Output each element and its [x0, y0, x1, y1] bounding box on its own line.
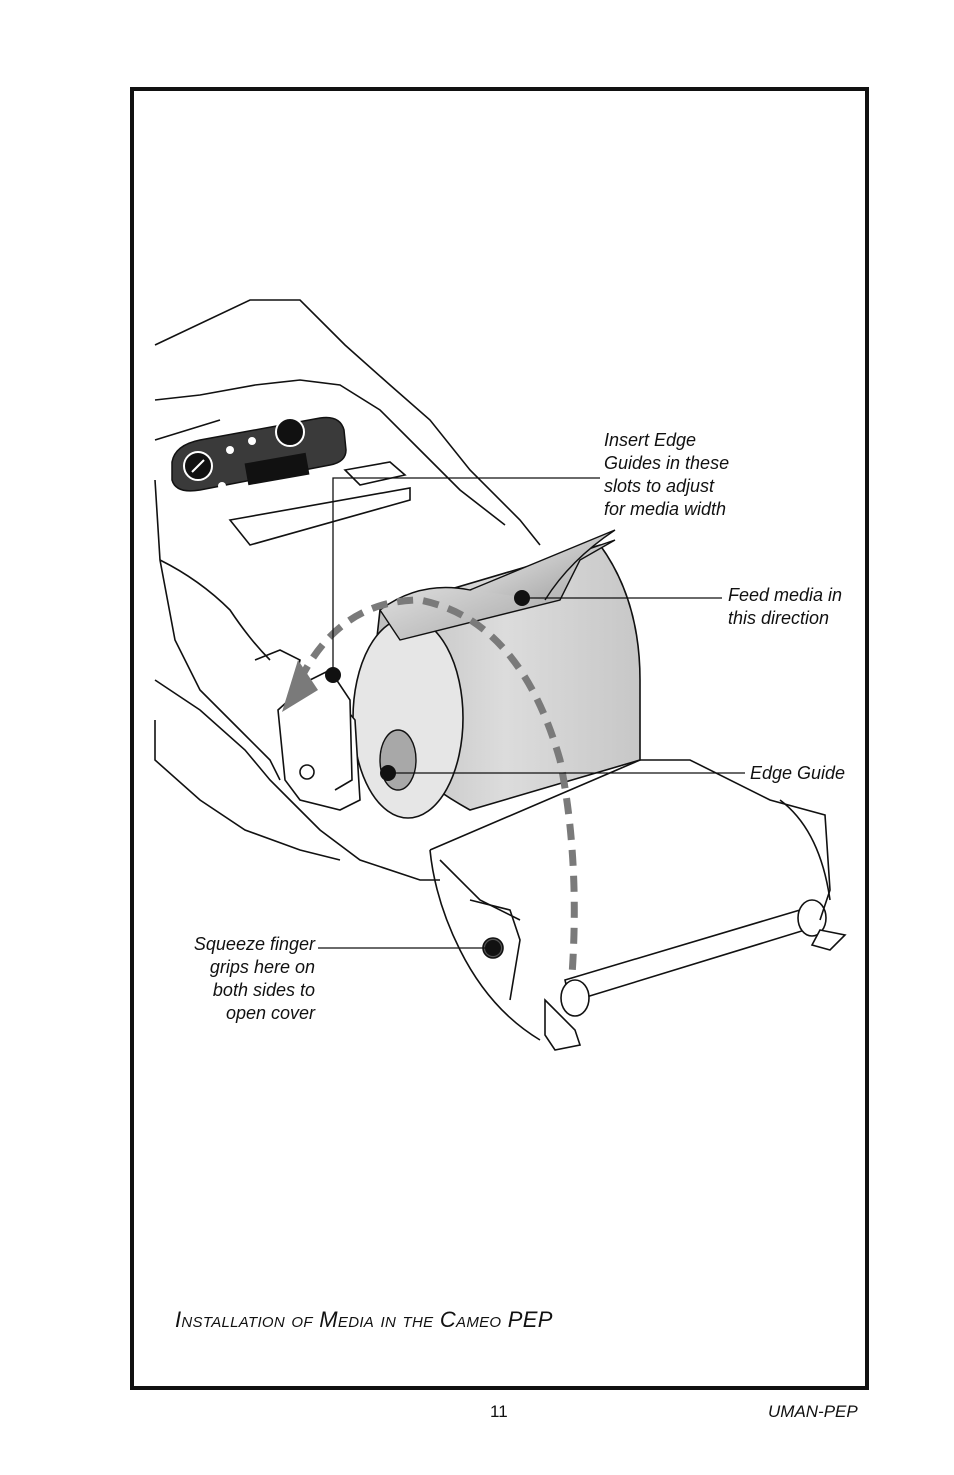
- feed-arrow-head: [282, 660, 318, 712]
- control-panel: [171, 416, 347, 492]
- feed-button-icon: [275, 417, 305, 447]
- callout-dot-slots: [325, 667, 341, 683]
- callout-dot-grips: [485, 940, 501, 956]
- callout-insert-edge-guides: Insert Edge Guides in these slots to adj…: [604, 430, 730, 519]
- page-number: 11: [490, 1402, 508, 1421]
- feed-direction-arc: [296, 596, 578, 976]
- callout-squeeze-grips: Squeeze finger grips here on both sides …: [193, 934, 315, 1023]
- figure-caption: Installation of Media in the Cameo PEP: [175, 1307, 553, 1332]
- callout-dot-edge-guide: [380, 765, 396, 781]
- page-border: [130, 87, 869, 1390]
- callout-dot-feed: [514, 590, 530, 606]
- callout-leaders: [318, 477, 745, 949]
- platen-roller: [544, 899, 847, 1051]
- document-code: UMAN-PEP: [768, 1402, 858, 1421]
- callout-feed-media: Feed media in this direction: [728, 585, 843, 628]
- edge-guide-left: [277, 668, 361, 811]
- callout-edge-guide: Edge Guide: [750, 763, 846, 783]
- media-roll: [352, 529, 641, 819]
